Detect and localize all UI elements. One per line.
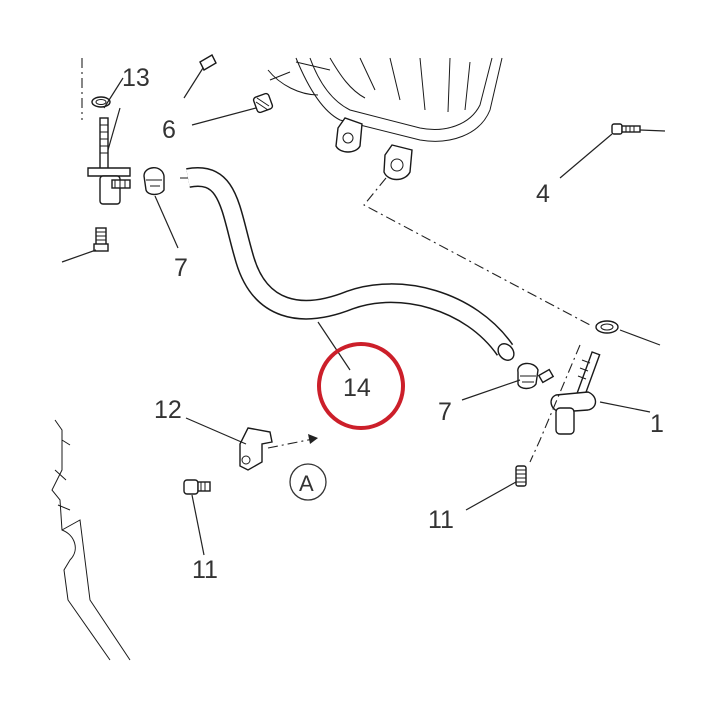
callout-1-partial: 1	[650, 410, 664, 438]
leader-14	[317, 321, 351, 371]
leader-12	[185, 417, 247, 445]
highlight-circle-14	[317, 342, 405, 430]
view-ref-a-label: A	[299, 471, 314, 496]
callout-4: 4	[536, 180, 550, 208]
callout-7-right: 7	[438, 398, 452, 426]
hose-clamp-left	[143, 167, 165, 196]
leader-13	[103, 77, 124, 109]
dashed-ref-right	[363, 177, 591, 326]
view-ref-a-circle	[289, 463, 327, 501]
leader-6	[191, 107, 257, 126]
callout-7-left: 7	[174, 254, 188, 282]
fuel-hose-14	[180, 167, 515, 361]
bolt-11-lower	[183, 479, 211, 495]
bolt-11-right	[515, 465, 527, 487]
frame-outline	[51, 419, 131, 661]
callout-14: 14	[343, 374, 371, 402]
leader-11-right	[465, 481, 517, 511]
callout-6: 6	[162, 116, 176, 144]
fuel-tank-outline	[267, 57, 503, 181]
callout-11-lower: 11	[192, 556, 218, 584]
leader-6-upper	[183, 67, 204, 99]
dashed-ref-right-lower	[529, 344, 581, 463]
fuel-tap-left	[87, 96, 131, 205]
leader-11-left-upper	[61, 249, 97, 263]
fuel-tap-right	[537, 320, 619, 435]
leader-13b	[107, 107, 121, 151]
view-arrow-head	[308, 434, 318, 444]
hose-clamp-right	[517, 362, 539, 390]
leader-7-right	[461, 379, 521, 401]
callout-12: 12	[154, 396, 182, 424]
leader-o-ring-right	[619, 329, 661, 346]
leader-4	[559, 133, 613, 179]
leader-11-lower	[191, 494, 205, 556]
leader-1	[599, 401, 651, 413]
bolt-11-left-upper	[93, 227, 109, 252]
bracket-12	[239, 427, 273, 471]
callout-11-right: 11	[428, 506, 454, 534]
leader-7-left	[154, 195, 179, 249]
bolt-6-upper	[199, 54, 217, 71]
callout-13: 13	[122, 64, 150, 92]
bolt-4	[611, 123, 641, 135]
leader-4b	[639, 129, 666, 132]
grommet-6	[252, 92, 274, 114]
